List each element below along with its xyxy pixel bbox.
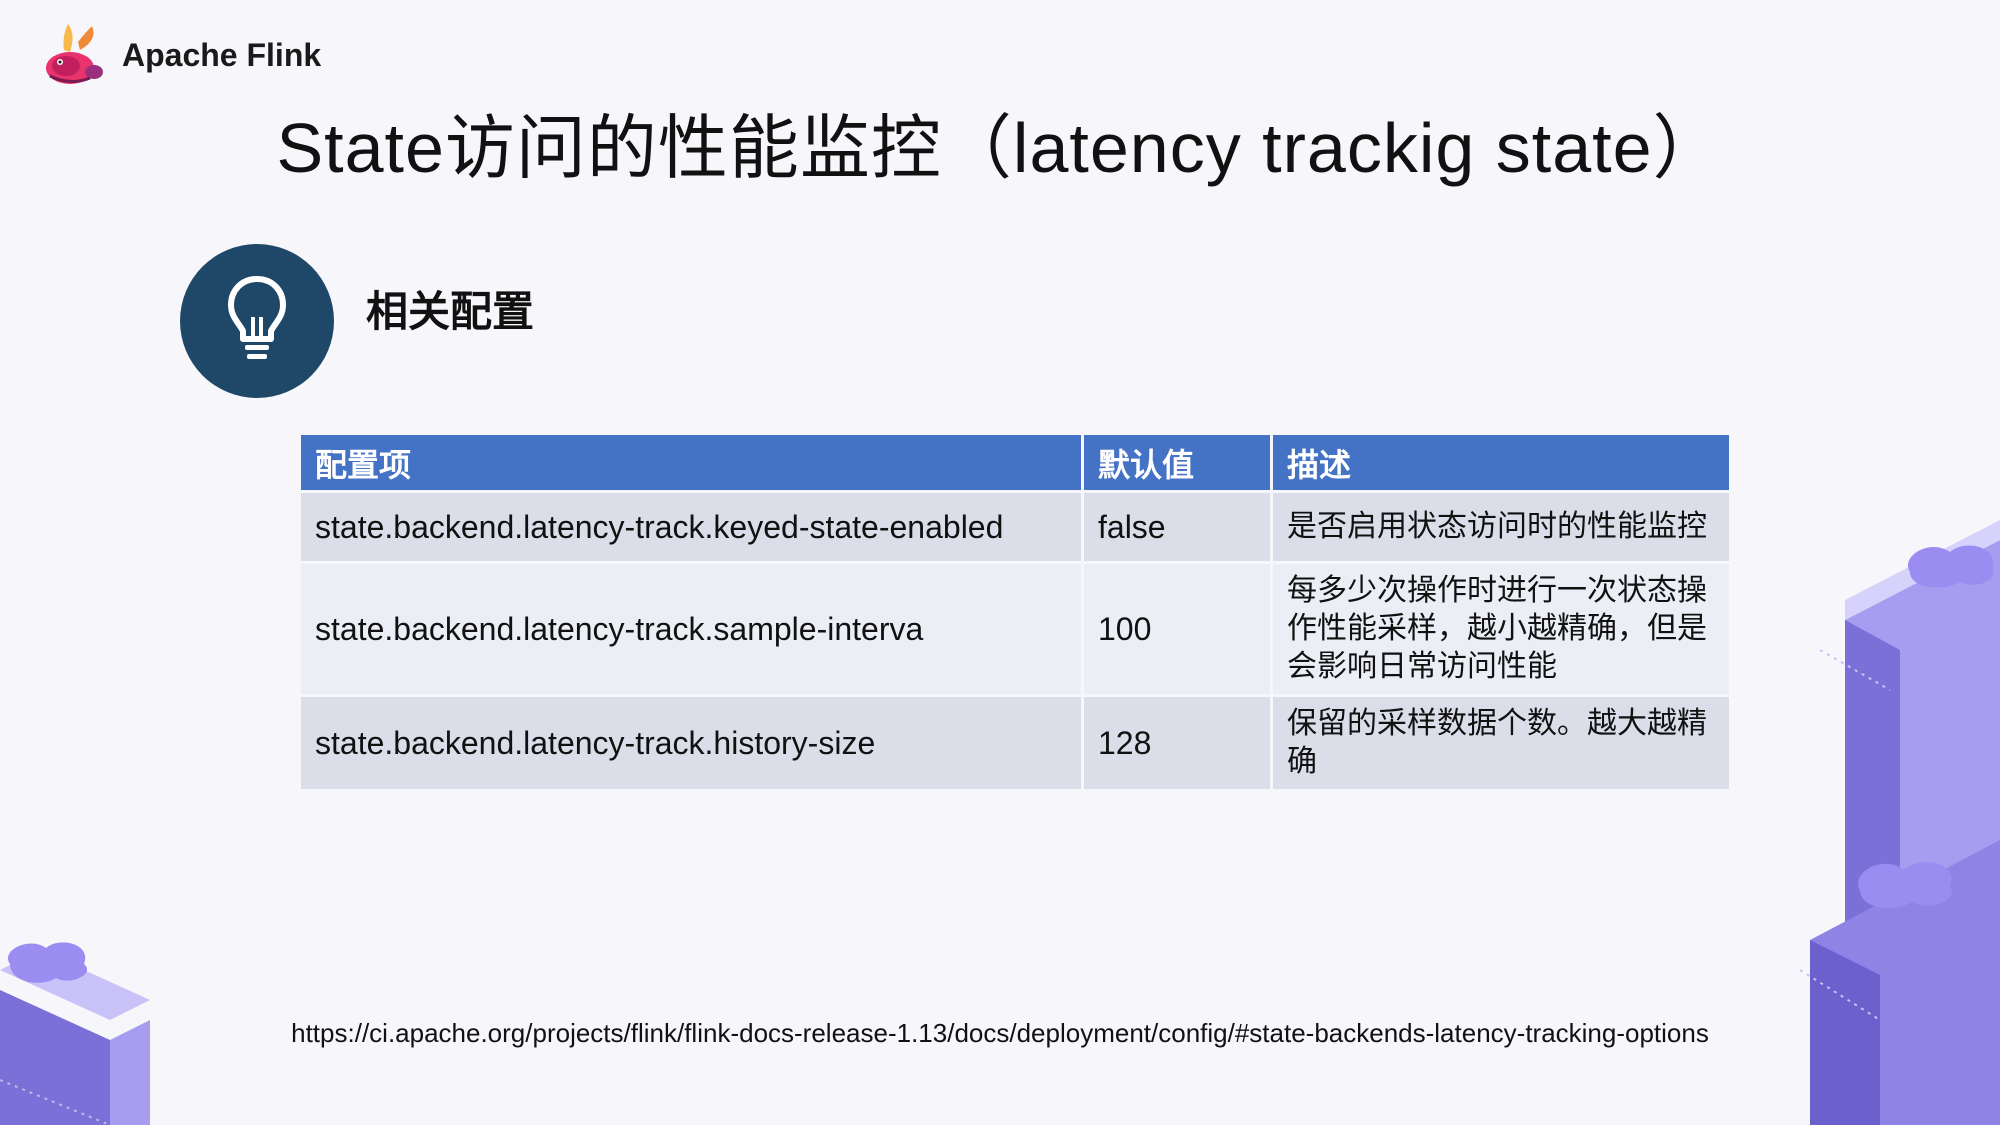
- config-key: state.backend.latency-track.keyed-state-…: [301, 493, 1081, 561]
- config-description: 保留的采样数据个数。越大越精确: [1273, 697, 1729, 789]
- decorative-server-cloud-right: [1800, 520, 2000, 1125]
- config-description: 每多少次操作时进行一次状态操作性能采样，越小越精确，但是会影响日常访问性能: [1273, 564, 1729, 694]
- brand-name: Apache Flink: [122, 36, 322, 73]
- table-row: state.backend.latency-track.keyed-state-…: [301, 493, 1729, 561]
- config-default: 100: [1084, 564, 1270, 694]
- config-key: state.backend.latency-track.sample-inter…: [301, 564, 1081, 694]
- section-icon-badge: [180, 244, 334, 398]
- table-row: state.backend.latency-track.sample-inter…: [301, 564, 1729, 694]
- config-default: false: [1084, 493, 1270, 561]
- flink-squirrel-logo-icon: [46, 24, 103, 84]
- config-default: 128: [1084, 697, 1270, 789]
- slide-title: State访问的性能监控（latency trackig state）: [276, 109, 1724, 187]
- config-description: 是否启用状态访问时的性能监控: [1273, 493, 1729, 561]
- column-header-description: 描述: [1273, 435, 1729, 490]
- table-header-row: 配置项 默认值 描述: [301, 435, 1729, 490]
- decorative-server-cloud-left: [0, 942, 150, 1125]
- column-header-key: 配置项: [301, 435, 1081, 490]
- lightbulb-icon: [228, 276, 286, 359]
- table-row: state.backend.latency-track.history-size…: [301, 697, 1729, 789]
- config-table: 配置项 默认值 描述 state.backend.latency-track.k…: [298, 432, 1732, 792]
- config-key: state.backend.latency-track.history-size: [301, 697, 1081, 789]
- reference-url[interactable]: https://ci.apache.org/projects/flink/fli…: [291, 1018, 1709, 1048]
- brand: Apache Flink: [40, 20, 321, 90]
- section-label: 相关配置: [366, 288, 535, 335]
- column-header-default: 默认值: [1084, 435, 1270, 490]
